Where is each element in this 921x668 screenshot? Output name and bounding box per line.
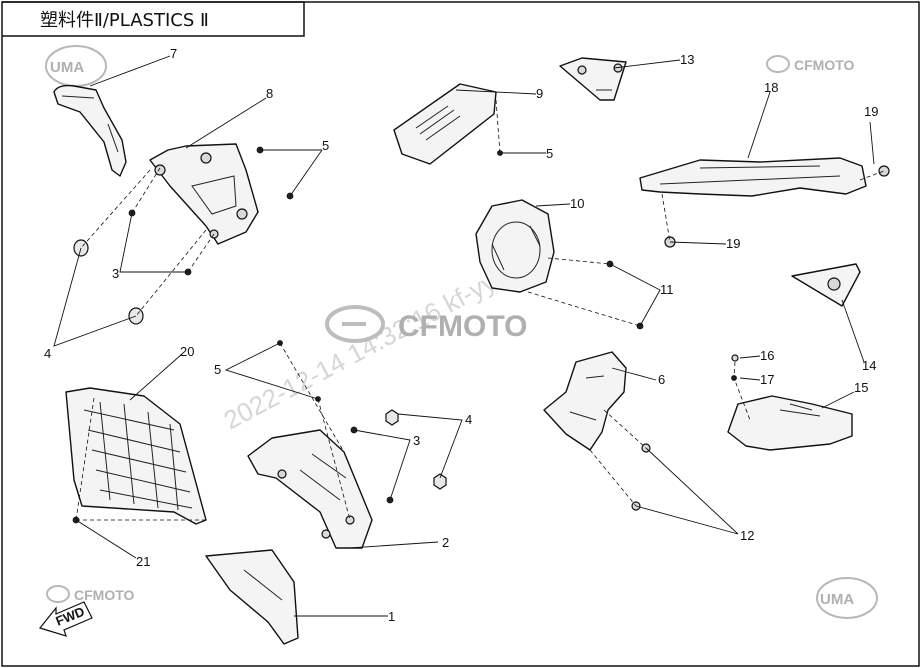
title-box xyxy=(2,1,305,37)
callout-1: 1 xyxy=(388,609,395,624)
callout-19-upper: 19 xyxy=(864,104,878,119)
callout-14: 14 xyxy=(862,358,876,373)
cfmoto-logo-text: CFMOTO xyxy=(794,57,855,73)
callout-numbers: 1 2 3 3 4 4 5 5 5 6 7 8 9 10 11 12 13 14… xyxy=(44,46,878,624)
part-15-guard xyxy=(727,395,853,451)
callout-5-left: 5 xyxy=(322,138,329,153)
callout-2: 2 xyxy=(442,535,449,550)
part-2-radiator-shroud xyxy=(247,429,373,549)
uma-logo-top-left: UMA xyxy=(45,45,107,87)
callout-9: 9 xyxy=(536,86,543,101)
part-8-side-cover xyxy=(149,143,259,245)
callout-4-upper: 4 xyxy=(44,346,51,361)
callout-20: 20 xyxy=(180,344,194,359)
cfmoto-logo-center: CFMOTO xyxy=(325,305,527,343)
callout-3-lower: 3 xyxy=(413,433,420,448)
part-1-shroud-panel xyxy=(205,549,299,645)
cfmoto-logo-bottom-text: CFMOTO xyxy=(74,587,135,603)
cfmoto-logo-top-right: CFMOTO xyxy=(766,55,855,73)
fwd-arrow-icon: FWD xyxy=(38,601,93,637)
watermark-text: 2022-12-14 14:32:16 kf-yyh xyxy=(219,260,514,436)
callout-4-lower: 4 xyxy=(465,412,472,427)
uma-logo-text: UMA xyxy=(50,59,84,76)
part-10-sprocket-cover xyxy=(475,199,555,293)
part-14-plate xyxy=(791,263,861,307)
leader-lines xyxy=(53,55,885,617)
callout-6: 6 xyxy=(658,372,665,387)
cfmoto-logo-bottom-left: CFMOTO xyxy=(46,585,135,603)
part-6-lower-cover xyxy=(543,351,627,451)
part-13-trim xyxy=(559,57,627,101)
uma-logo-bottom-text: UMA xyxy=(820,591,854,608)
callout-7: 7 xyxy=(170,46,177,61)
callout-3-upper: 3 xyxy=(112,266,119,281)
callout-17: 17 xyxy=(760,372,774,387)
watermark-layer: 2022-12-14 14:32:16 kf-yyh xyxy=(219,260,514,436)
cfmoto-center-text: CFMOTO xyxy=(398,310,527,343)
part-18-rear-fender xyxy=(639,157,867,197)
callout-15: 15 xyxy=(854,380,868,395)
part-20-radiator-grille xyxy=(65,387,207,525)
callout-12: 12 xyxy=(740,528,754,543)
callout-18: 18 xyxy=(764,80,778,95)
part-7-bracket xyxy=(53,84,127,177)
uma-logo-bottom-right: UMA xyxy=(816,577,878,619)
callout-5-center: 5 xyxy=(546,146,553,161)
callout-13: 13 xyxy=(680,52,694,67)
callout-8: 8 xyxy=(266,86,273,101)
part-9-top-cover xyxy=(393,83,497,165)
callout-11: 11 xyxy=(660,282,674,297)
callout-16: 16 xyxy=(760,348,774,363)
callout-21: 21 xyxy=(136,554,150,569)
callout-5-lower: 5 xyxy=(214,362,221,377)
callout-19-lower: 19 xyxy=(726,236,740,251)
page-title: 塑料件Ⅱ/PLASTICS Ⅱ xyxy=(40,10,209,31)
callout-10: 10 xyxy=(570,196,584,211)
